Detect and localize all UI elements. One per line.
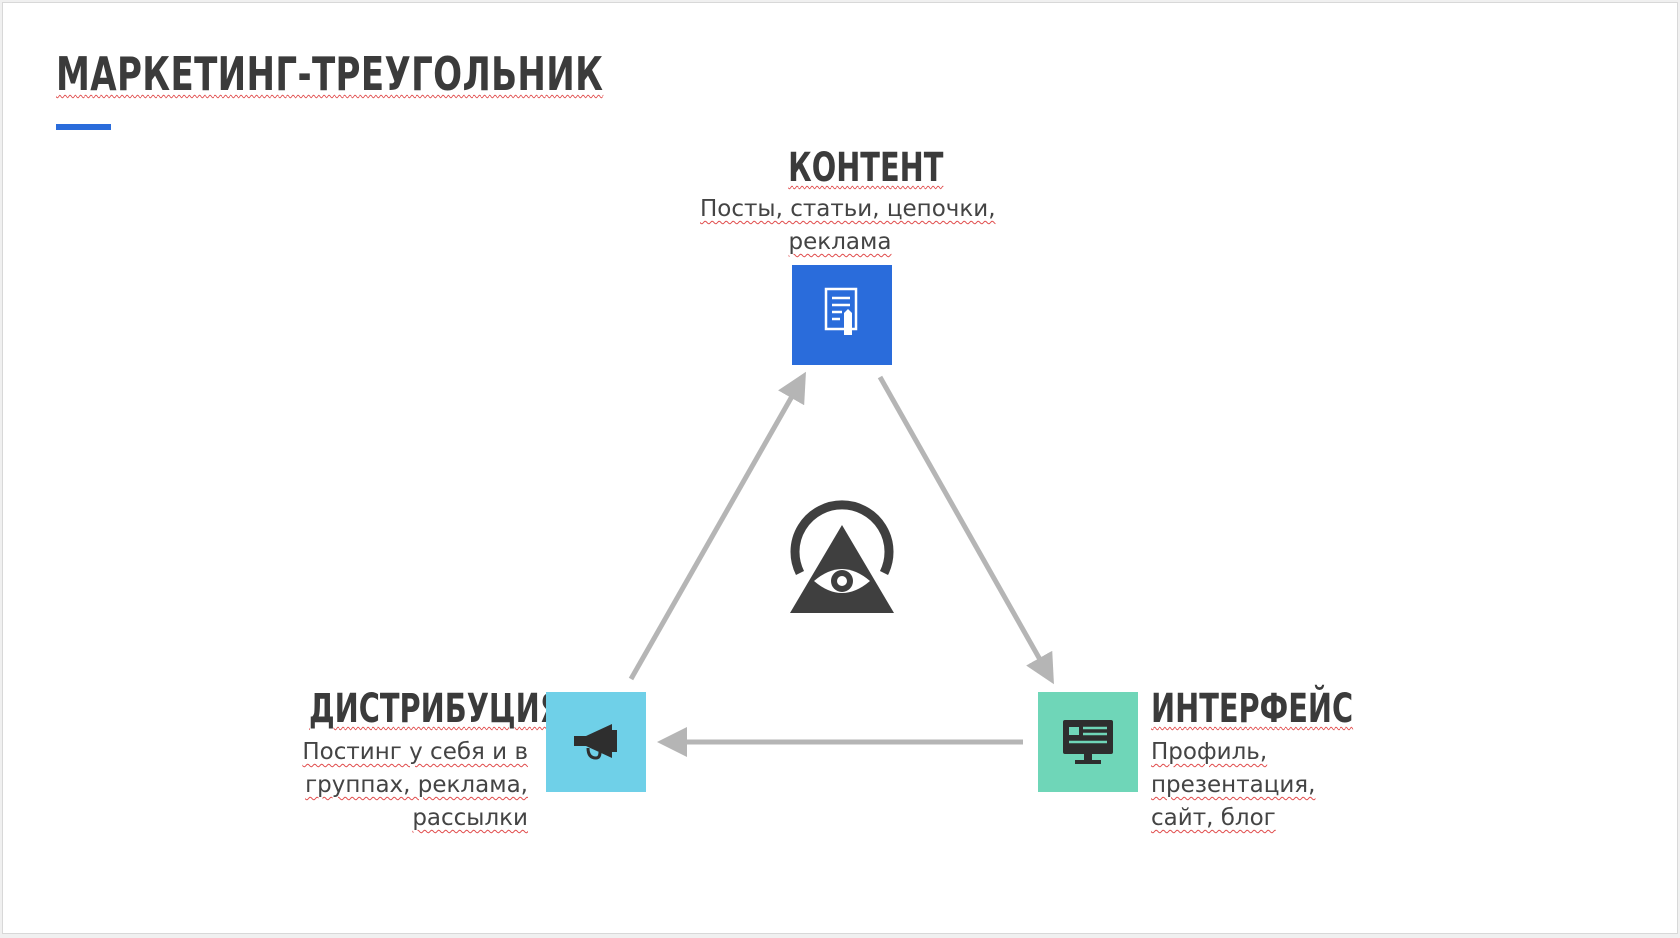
arrow-content-to-interface [877,375,1054,685]
distribution-box [546,692,646,792]
node-title-content: КОНТЕНТ [788,145,944,191]
megaphone-icon [574,724,617,760]
node-title-distribution: ДИСТРИБУЦИЯ [309,686,562,732]
page-title: МАРКЕТИНГ-ТРЕУГОЛЬНИК [56,47,604,101]
diagram-arrows [628,371,1054,757]
monitor-icon [1063,720,1113,764]
title-accent-bar [56,124,111,130]
content-box [792,265,892,365]
node-title-interface: ИНТЕРФЕЙС [1151,686,1354,732]
document-pencil-icon [824,287,858,335]
arrow-distribution-to-content [628,371,806,681]
interface-box [1038,692,1138,792]
node-desc-interface: Профиль, презентация, сайт, блог [1151,739,1316,831]
node-desc-distribution: Постинг у себя и в группах, реклама, рас… [302,739,528,831]
node-desc-content: Посты, статьи, цепочки, реклама [700,196,996,255]
eye-triangle-icon [790,500,894,613]
